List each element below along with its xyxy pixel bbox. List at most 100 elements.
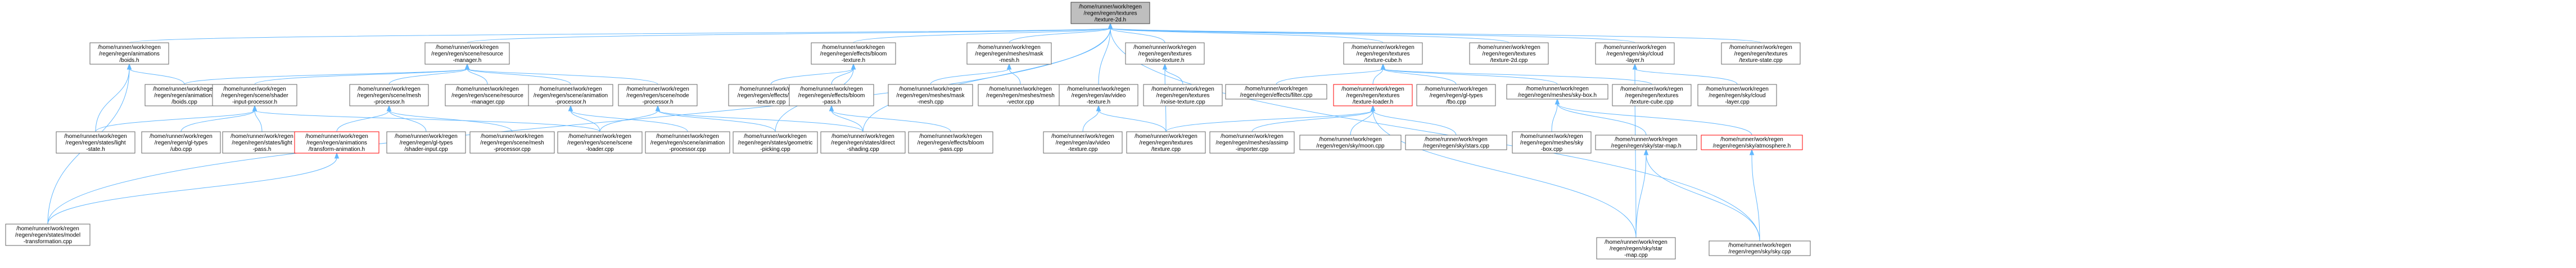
file-node-mesh-processor-h[interactable]: /home/runner/work/regen/regen/regen/scen… [349, 84, 429, 106]
file-node-resmgr-cpp[interactable]: /home/runner/work/regen/regen/regen/scen… [445, 84, 530, 106]
node-label-line: /regen/regen/animations [154, 92, 215, 99]
node-label-line: /regen/regen/textures [1139, 140, 1192, 146]
dependency-edge [1635, 149, 1649, 238]
dependency-edge [568, 105, 600, 132]
dependency-edge [184, 63, 470, 85]
node-label-line: /home/runner/work/regen [568, 133, 631, 140]
node-label-line: /home/runner/work/regen [1425, 137, 1488, 143]
node-label-line: /regen/regen/effects/bloom [738, 92, 805, 99]
file-node-texture-state-cpp[interactable]: /home/runner/work/regen/regen/regen/text… [1721, 42, 1801, 65]
node-label-line: /regen/regen/scene/shader [221, 92, 288, 99]
dependency-edge [1096, 105, 1167, 132]
file-node-direct-shading-cpp[interactable]: /home/runner/work/regen/regen/regen/stat… [820, 131, 906, 154]
node-label-line: /regen/regen/animations [306, 140, 367, 146]
file-node-av-video-texture-cpp[interactable]: /home/runner/work/regen/regen/regen/av/v… [1043, 131, 1123, 154]
file-node-texture-2d-cpp[interactable]: /home/runner/work/regen/regen/regen/text… [1469, 42, 1549, 65]
file-node-transform-animation-h[interactable]: /home/runner/work/regen/regen/regen/anim… [294, 131, 379, 154]
file-node-texture-cpp[interactable]: /home/runner/work/regen/regen/regen/text… [1126, 131, 1206, 154]
node-label-line: -loader.cpp [586, 146, 614, 153]
node-label-line: /home/runner/work/regen [1135, 133, 1197, 140]
node-label-line: /regen/regen/gl-types [400, 140, 453, 146]
node-label-line: /regen/regen/textures [1083, 10, 1137, 16]
node-label-line: /regen/regen/av/video [1056, 140, 1110, 146]
file-node-fbo-cpp[interactable]: /home/runner/work/regen/regen/regen/gl-t… [1416, 84, 1496, 106]
node-label-line: /home/runner/work/regen [1720, 137, 1783, 143]
file-node-assimp-importer-cpp[interactable]: /home/runner/work/regen/regen/regen/mesh… [1209, 131, 1295, 154]
file-node-mesh-vector-cpp[interactable]: /home/runner/work/regen/regen/regen/mesh… [978, 84, 1063, 106]
node-label-line: /regen/regen/animations [99, 51, 160, 57]
node-label-line: /fbo.cpp [1446, 99, 1466, 105]
node-label-line: /home/runner/work/regen [744, 133, 807, 140]
node-label-line: /home/runner/work/regen [899, 86, 962, 92]
node-label-line: -vector.cpp [1007, 99, 1034, 105]
file-node-sky-box-cpp[interactable]: /home/runner/work/regen/regen/regen/mesh… [1512, 131, 1592, 154]
file-node-shader-input-cpp[interactable]: /home/runner/work/regen/regen/regen/gl-t… [386, 131, 466, 154]
node-label-line: /boids.cpp [171, 99, 197, 105]
dependency-edge [829, 105, 951, 132]
node-label-line: /home/runner/work/regen [1520, 133, 1583, 140]
file-node-node-processor-h[interactable]: /home/runner/work/regen/regen/regen/scen… [618, 84, 698, 106]
file-node-texture-loader-h[interactable]: /home/runner/work/regen/regen/regen/text… [1333, 84, 1413, 106]
node-label-line: /home/runner/work/regen [395, 133, 458, 140]
file-node-scene-resmgr-h[interactable]: /home/runner/work/regen/regen/regen/scen… [424, 42, 510, 65]
file-node-mask-mesh-h[interactable]: /home/runner/work/regen/regen/regen/mesh… [966, 42, 1052, 65]
file-node-geometric-picking-cpp[interactable]: /home/runner/work/regen/regen/regen/stat… [733, 131, 818, 154]
node-label-line: -map.cpp [1624, 252, 1648, 258]
node-label-line: /regen/regen/textures [1482, 51, 1535, 57]
file-node-noise-texture-h[interactable]: /home/runner/work/regen/regen/regen/text… [1125, 42, 1205, 65]
file-node-sky-cpp[interactable]: /home/runner/work/regen/regen/regen/sky/… [1709, 240, 1811, 256]
file-node-star-map-h[interactable]: /home/runner/work/regen/regen/regen/sky/… [1595, 135, 1697, 150]
dependency-edge [1643, 149, 1760, 242]
file-node-texture-cube-h[interactable]: /home/runner/work/regen/regen/regen/text… [1343, 42, 1423, 65]
file-node-ubo-cpp[interactable]: /home/runner/work/regen/regen/regen/gl-t… [141, 131, 221, 154]
file-node-sky-box-h[interactable]: /home/runner/work/regen/regen/regen/mesh… [1506, 84, 1608, 100]
dependency-edge [1380, 63, 1558, 85]
file-node-model-transformation-cpp[interactable]: /home/runner/work/regen/regen/regen/stat… [5, 224, 91, 246]
file-node-sky-moon-cpp[interactable]: /home/runner/work/regen/regen/regen/sky/… [1299, 135, 1402, 150]
dependency-edge [1108, 23, 1761, 43]
node-label-line: -texture.cpp [1068, 146, 1098, 153]
file-node-star-map-cpp[interactable]: /home/runner/work/regen/regen/regen/sky/… [1596, 237, 1676, 260]
file-node-atmosphere-h[interactable]: /home/runner/work/regen/regen/regen/sky/… [1701, 135, 1803, 150]
file-node-mesh-processor-cpp[interactable]: /home/runner/work/regen/regen/regen/scen… [469, 131, 555, 154]
edge-layer [47, 23, 1761, 242]
node-label-line: /texture-state.cpp [1739, 57, 1783, 64]
file-node-animation-processor-cpp[interactable]: /home/runner/work/regen/regen/regen/scen… [645, 131, 730, 154]
dependency-edge [862, 23, 1113, 132]
file-node-filter-cpp[interactable]: /home/runner/work/regen/regen/regen/effe… [1225, 84, 1327, 100]
file-node-bloom-pass-h[interactable]: /home/runner/work/regen/regen/regen/effe… [789, 84, 874, 106]
node-label-line: /regen/regen/textures [1356, 51, 1409, 57]
file-node-anim-boids-h[interactable]: /home/runner/work/regen/regen/regen/anim… [89, 42, 169, 65]
file-node-texture-cube-cpp[interactable]: /home/runner/work/regen/regen/regen/text… [1612, 84, 1692, 106]
file-node-av-video-texture-h[interactable]: /home/runner/work/regen/regen/regen/av/v… [1059, 84, 1138, 106]
node-label-line: /boids.h [119, 57, 139, 64]
file-node-bloom-pass-cpp[interactable]: /home/runner/work/regen/regen/regen/effe… [908, 131, 993, 154]
file-node-bloom-texture-h[interactable]: /home/runner/work/regen/regen/regen/effe… [811, 42, 896, 65]
file-node-scene-loader-cpp[interactable]: /home/runner/work/regen/regen/regen/scen… [557, 131, 643, 154]
file-node-sky-stars-cpp[interactable]: /home/runner/work/regen/regen/regen/sky/… [1405, 135, 1507, 150]
file-node-mask-mesh-cpp[interactable]: /home/runner/work/regen/regen/regen/mesh… [888, 84, 973, 106]
node-label-line: /regen/regen/gl-types [1430, 92, 1483, 99]
file-node-light-pass-h[interactable]: /home/runner/work/regen/regen/regen/stat… [222, 131, 302, 154]
file-node-light-state-h[interactable]: /home/runner/work/regen/regen/regen/stat… [56, 131, 135, 154]
dependency-edge [1370, 105, 1637, 238]
node-label-line: /home/runner/work/regen [64, 133, 127, 140]
node-layer: /home/runner/work/regen/regen/regen/text… [5, 2, 1811, 260]
dependency-edge [1276, 63, 1386, 85]
file-node-animation-processor-h[interactable]: /home/runner/work/regen/regen/regen/scen… [528, 84, 613, 106]
node-label-line: /regen/regen/meshes/mesh [986, 92, 1055, 99]
dependency-edge [1251, 105, 1376, 132]
file-node-anim-boids-cpp[interactable]: /home/runner/work/regen/regen/regen/anim… [144, 84, 224, 106]
node-label-line: /home/runner/work/regen [1133, 44, 1196, 51]
file-node-cloud-layer-cpp[interactable]: /home/runner/work/regen/regen/regen/sky/… [1697, 84, 1777, 106]
node-label-line: /regen/regen/sky/atmosphere.h [1713, 143, 1791, 149]
file-node-shader-input-processor-h[interactable]: /home/runner/work/regen/regen/regen/scen… [212, 84, 297, 106]
node-label-line: -processor.cpp [494, 146, 531, 153]
file-node-noise-texture-cpp[interactable]: /home/runner/work/regen/regen/regen/text… [1143, 84, 1223, 106]
node-label-line: /regen/regen/meshes/assimp [1216, 140, 1289, 146]
file-node-root[interactable]: /home/runner/work/regen/regen/regen/text… [1070, 2, 1150, 24]
node-label-line: /texture-loader.h [1353, 99, 1393, 105]
file-node-cloud-layer-h[interactable]: /home/runner/work/regen/regen/regen/sky/… [1595, 42, 1675, 65]
node-label-line: /regen/regen/states/model [15, 232, 80, 238]
node-label-line: /texture-cube.cpp [1630, 99, 1674, 105]
